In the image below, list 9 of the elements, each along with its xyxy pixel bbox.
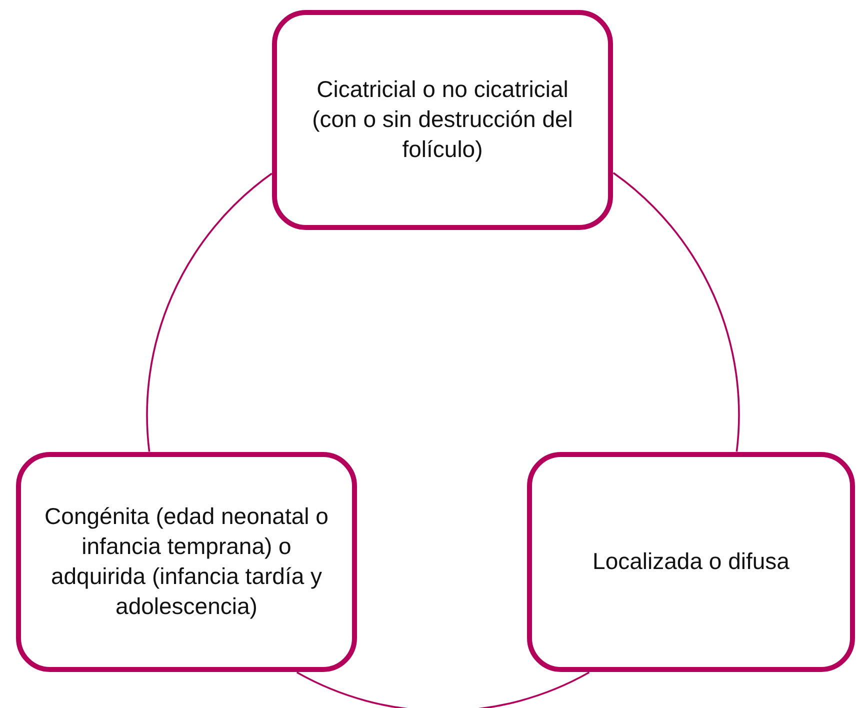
box-text: Localizada o difusa xyxy=(592,547,790,576)
rounded-box xyxy=(527,452,855,672)
connector-arc xyxy=(146,172,272,452)
box-text: Cicatricial o no cicatricial (con o sin destrucción del folículo) xyxy=(311,75,574,164)
rounded-box xyxy=(272,10,613,230)
box-text: Congénita (edad neonatal o infancia temprana) o adquirida (infancia tardía y adolescencia) xyxy=(44,502,330,621)
connector-arc xyxy=(612,172,740,452)
rounded-box xyxy=(16,452,357,672)
connector-arc xyxy=(296,672,590,708)
